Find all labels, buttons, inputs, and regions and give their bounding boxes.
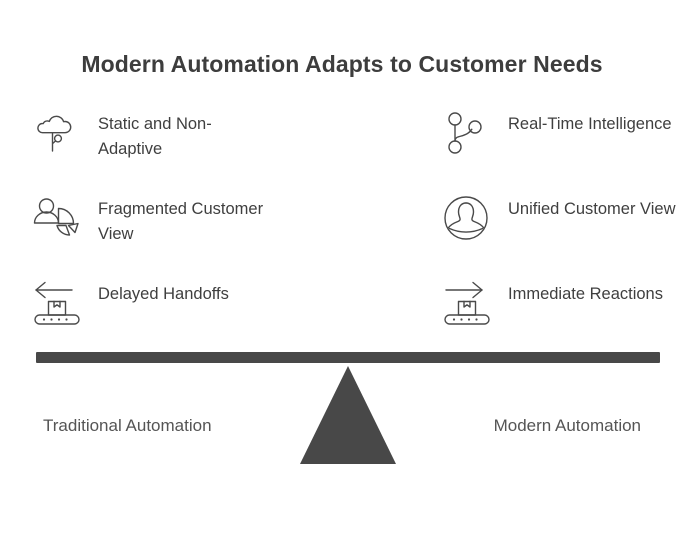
node-network-icon <box>440 106 494 160</box>
feature-label: Unified Customer View <box>508 200 676 218</box>
feature-label: Real-Time Intelligence <box>508 115 672 133</box>
fragmented-pie-person-icon <box>30 191 84 245</box>
person-circle-icon <box>440 191 494 245</box>
feature-label: Delayed Handoffs <box>98 285 229 303</box>
feature-label: Fragmented Customer View <box>98 200 264 243</box>
feature-real-time-intelligence: Real-Time Intelligence <box>440 104 684 189</box>
feature-label: Immediate Reactions <box>508 285 663 303</box>
feature-unified-customer-view: Unified Customer View <box>440 189 684 274</box>
traditional-automation-column: Static and Non-Adaptive Fragmented Custo… <box>30 104 330 359</box>
feature-immediate-reactions: Immediate Reactions <box>440 274 684 359</box>
modern-automation-column: Real-Time Intelligence Unified Customer … <box>440 104 684 359</box>
feature-fragmented-customer-view: Fragmented Customer View <box>30 189 330 274</box>
conveyor-right-arrow-icon <box>440 276 494 330</box>
feature-delayed-handoffs: Delayed Handoffs <box>30 274 330 359</box>
conveyor-left-arrow-icon <box>30 276 84 330</box>
feature-static-non-adaptive: Static and Non-Adaptive <box>30 104 330 189</box>
fulcrum-triangle <box>300 366 396 464</box>
traditional-automation-label: Traditional Automation <box>43 416 212 435</box>
balance-bar <box>36 352 660 363</box>
modern-automation-label: Modern Automation <box>493 416 641 435</box>
cloud-tree-icon <box>30 106 84 160</box>
page-title: Modern Automation Adapts to Customer Nee… <box>81 51 603 77</box>
feature-label: Static and Non-Adaptive <box>98 115 212 158</box>
